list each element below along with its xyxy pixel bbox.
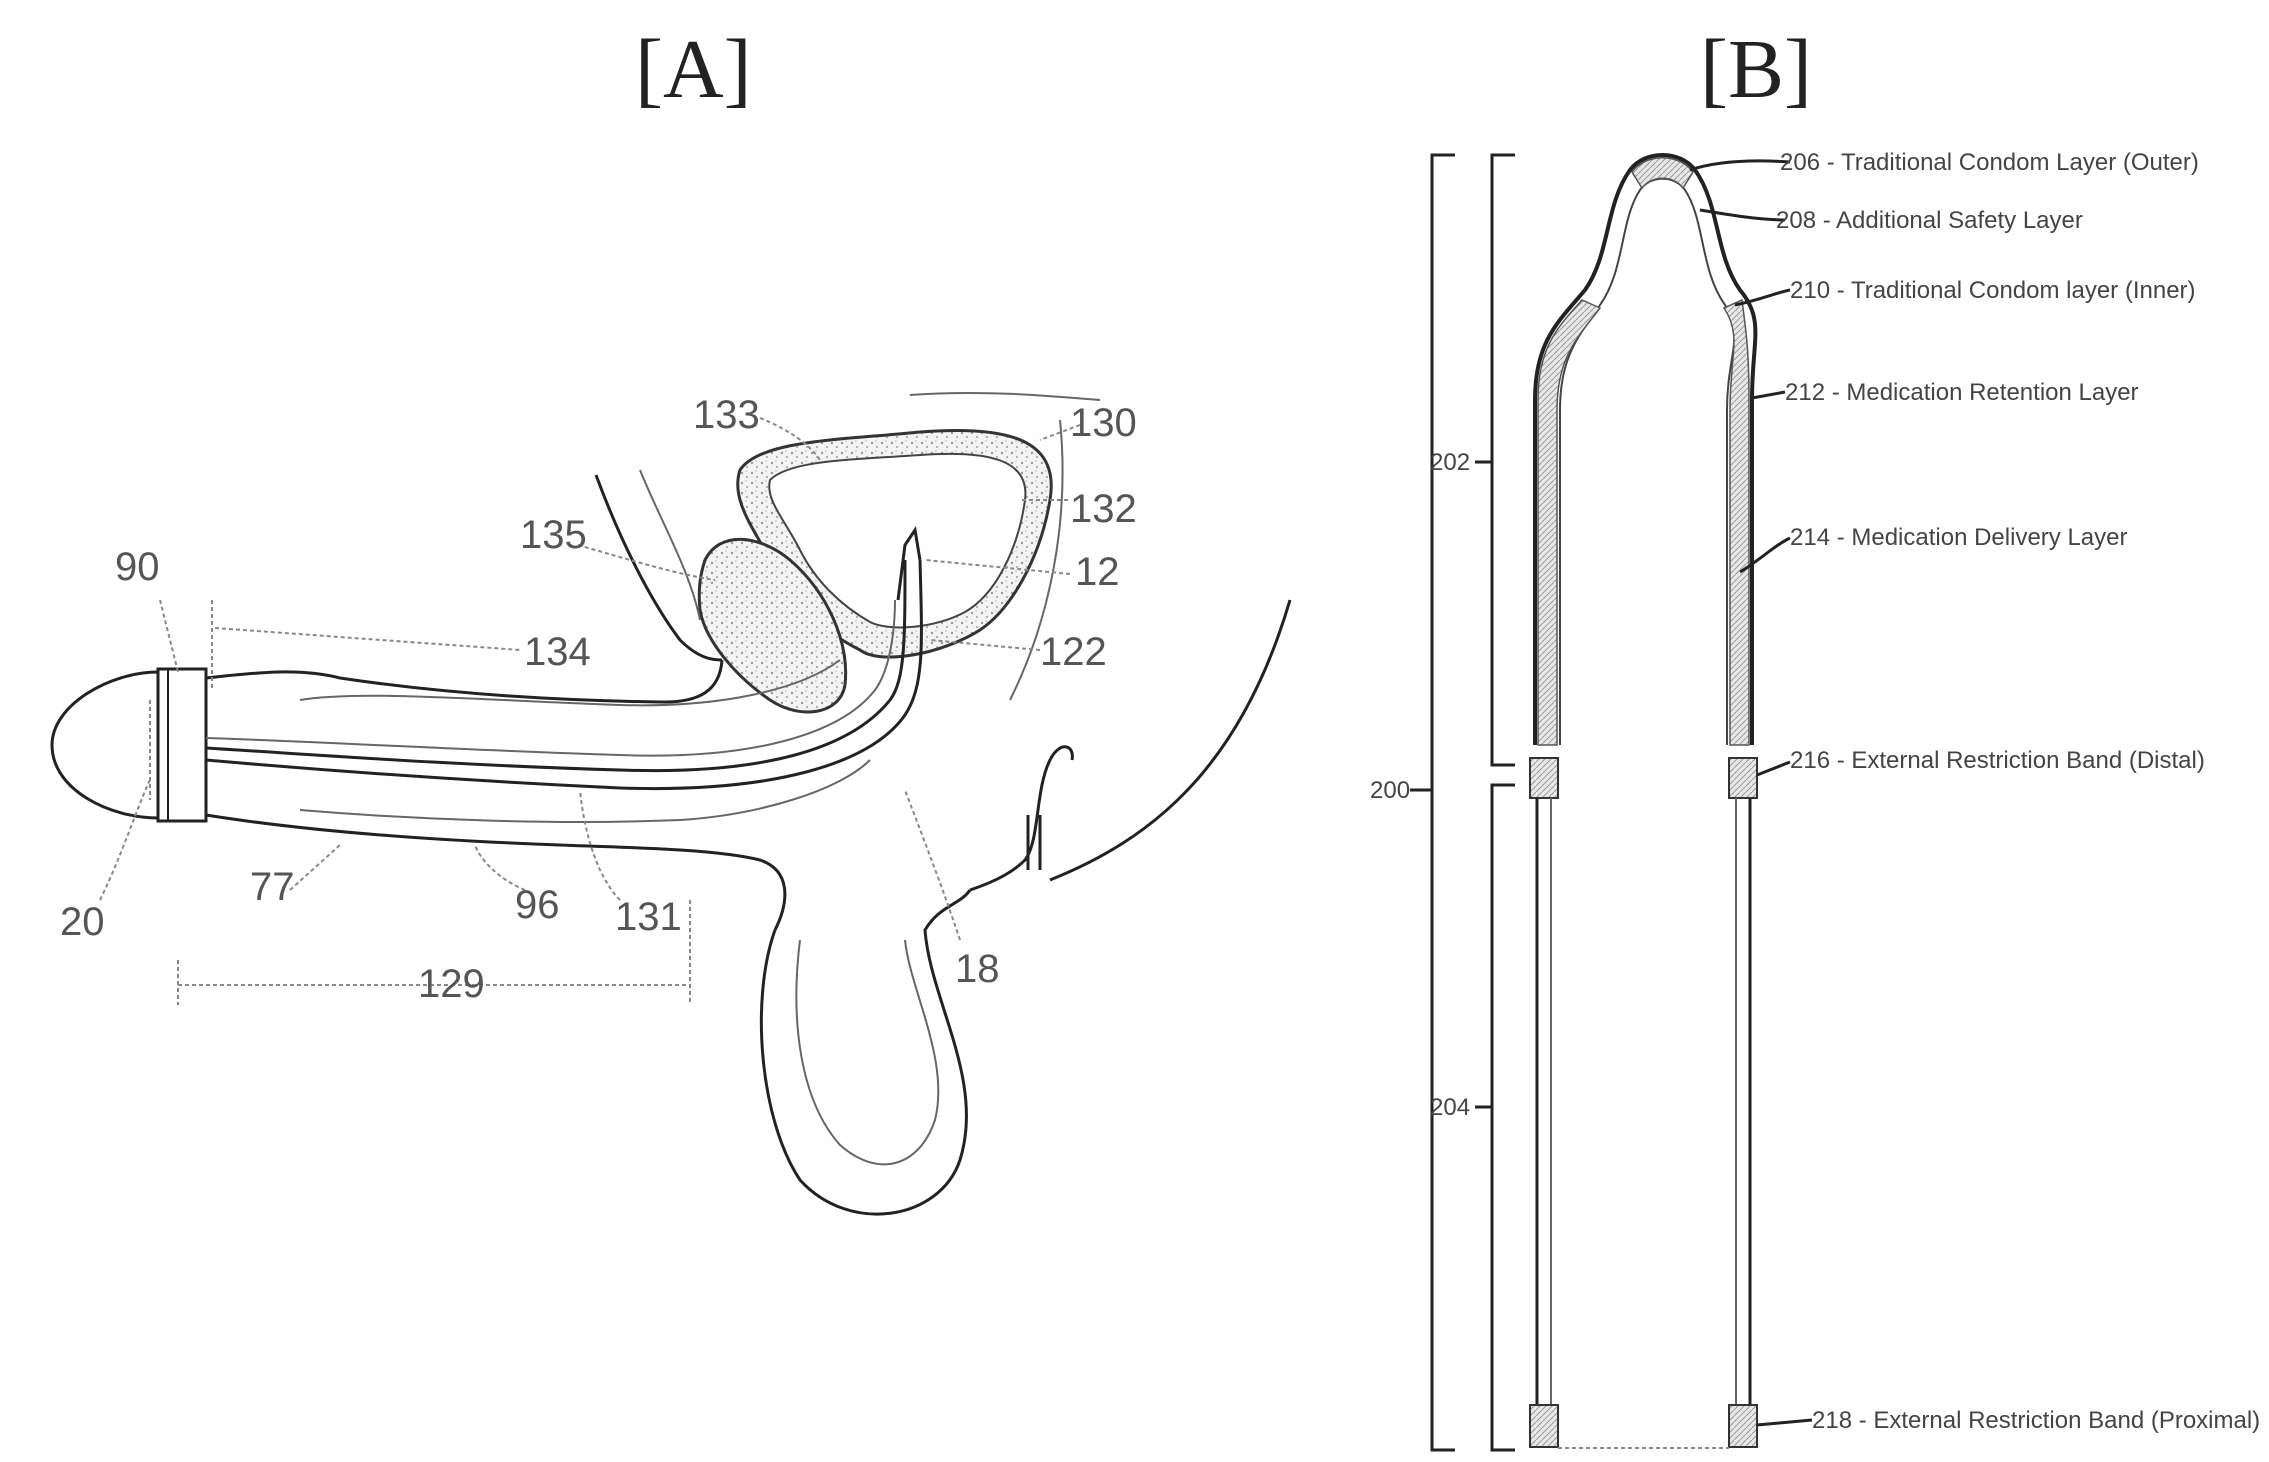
- condom-outer-wall: [1533, 153, 1758, 745]
- band-proximal-left: [1529, 1404, 1559, 1448]
- panel-b-drawing: 200 202 204: [1370, 149, 2260, 1452]
- urethra-tube-upper: [205, 559, 907, 773]
- perineum-outline: [969, 745, 1074, 892]
- scrotum-outline: [759, 889, 972, 1216]
- layer-206-label: 206 - Traditional Condom Layer (Outer): [1780, 149, 2199, 176]
- bracket-202-label: 202: [1430, 449, 1470, 476]
- shaft-upper-outline: [205, 659, 724, 704]
- label-12: 12: [1075, 550, 1120, 594]
- layer-212-label: 212 - Medication Retention Layer: [1785, 379, 2139, 406]
- bracket-202: [1490, 153, 1515, 767]
- leader-135: [577, 544, 716, 581]
- leader-122: [929, 639, 1041, 651]
- label-20: 20: [60, 900, 105, 944]
- glans-outline: [50, 670, 162, 820]
- bracket-204-label: 204: [1430, 1094, 1470, 1121]
- condom-inner-wall: [1559, 177, 1736, 745]
- band-distal-left: [1529, 757, 1559, 799]
- body-wall-line: [594, 474, 723, 662]
- bracket-204: [1490, 783, 1515, 1452]
- medication-layer-left: [1537, 299, 1602, 746]
- label-135: 135: [520, 513, 587, 557]
- pelvic-line-1: [639, 469, 701, 621]
- pelvic-line-2: [909, 391, 1101, 401]
- leader-18: [904, 789, 961, 941]
- shaft-lower-outline: [205, 813, 787, 931]
- leader-210: [1734, 288, 1791, 307]
- label-132: 132: [1070, 487, 1137, 531]
- leader-212: [1751, 390, 1786, 400]
- layer-210-label: 210 - Traditional Condom layer (Inner): [1790, 277, 2196, 304]
- corpus-outline-upper: [299, 659, 841, 707]
- prostate: [697, 537, 848, 714]
- label-18: 18: [955, 947, 1000, 991]
- label-133: 133: [693, 393, 760, 437]
- pelvic-line-3: [1009, 419, 1064, 701]
- layer-218-label: 218 - External Restriction Band (Proxima…: [1812, 1407, 2260, 1434]
- medication-layer-tip: [1631, 157, 1694, 190]
- label-129: 129: [418, 962, 485, 1006]
- bracket-200: [1430, 153, 1455, 1452]
- leader-131: [579, 789, 621, 901]
- panel-a-drawing: 133 130 132 135 12 90 134 122 77 96 131 …: [50, 391, 1292, 1216]
- dimension-134-line: [214, 627, 521, 651]
- medication-layer-right: [1722, 298, 1750, 746]
- leader-77: [289, 844, 341, 891]
- label-122: 122: [1040, 630, 1107, 674]
- leader-20: [99, 779, 151, 901]
- leader-130: [1039, 424, 1081, 441]
- panel-a-title: [A]: [635, 23, 752, 116]
- leader-218: [1756, 1418, 1813, 1427]
- band-distal-right: [1728, 757, 1758, 799]
- leader-206: [1689, 159, 1791, 172]
- label-134: 134: [524, 630, 591, 674]
- label-96: 96: [515, 883, 560, 927]
- panel-b-title: [B]: [1700, 23, 1812, 116]
- band-proximal-right: [1728, 1404, 1758, 1448]
- bladder-lumen: [768, 452, 1027, 629]
- leader-96: [474, 844, 526, 891]
- urethra-tube-lower: [205, 559, 923, 791]
- device-cap: [156, 667, 208, 823]
- corpus-outline-lower: [299, 759, 871, 823]
- label-90: 90: [115, 545, 160, 589]
- layer-214-label: 214 - Medication Delivery Layer: [1790, 524, 2128, 551]
- leader-90: [159, 599, 179, 673]
- leader-12: [924, 559, 1071, 575]
- buttock-curve: [1049, 599, 1292, 882]
- label-131: 131: [615, 895, 682, 939]
- scrotum-inner-outline: [795, 939, 940, 1166]
- label-130: 130: [1070, 401, 1137, 445]
- layer-216-label: 216 - External Restriction Band (Distal): [1790, 747, 2205, 774]
- bracket-200-label: 200: [1370, 777, 1410, 804]
- leader-214: [1739, 536, 1791, 574]
- leader-216: [1756, 760, 1791, 777]
- leader-133: [759, 417, 821, 461]
- catheter-tip: [896, 526, 922, 601]
- label-77: 77: [250, 865, 295, 909]
- layer-208-label: 208 - Additional Safety Layer: [1776, 207, 2083, 234]
- leader-208: [1699, 208, 1786, 222]
- catheter-line: [205, 599, 896, 757]
